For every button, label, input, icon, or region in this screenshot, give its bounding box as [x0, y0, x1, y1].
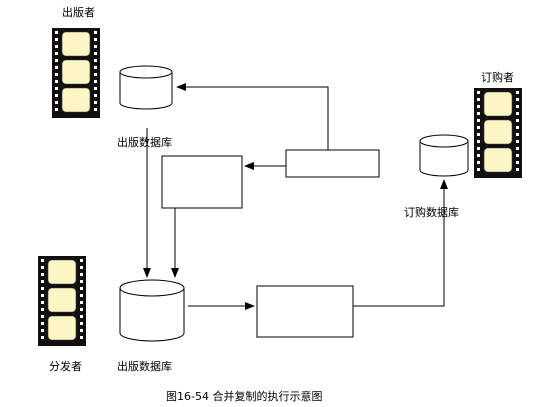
distributor-film-icon	[38, 256, 86, 346]
publisher-film-icon	[52, 28, 100, 118]
distributor-label: 分发者	[49, 360, 82, 373]
subscriber-database-cylinder	[419, 134, 469, 177]
arrow-agent-to-publisher-db	[176, 83, 329, 150]
figure-caption: 图16-54 合并复制的执行示意图	[166, 390, 323, 403]
distribution-database-label: 出版数据库	[117, 360, 172, 373]
publisher-database-cylinder	[119, 65, 173, 110]
subscriber-label: 订购者	[481, 71, 514, 84]
subscriber-film-icon	[474, 88, 522, 178]
publisher-database-label: 出版数据库	[117, 136, 172, 149]
arrow-merge-box-to-subscriber-db	[353, 179, 448, 307]
merge-agent-box	[256, 285, 354, 338]
distribution-database-cylinder	[119, 279, 185, 342]
top-right-agent-box	[285, 149, 380, 178]
snapshot-agent-box	[161, 155, 243, 209]
publisher-label: 出版者	[62, 6, 95, 19]
subscriber-database-label: 订购数据库	[404, 206, 459, 219]
